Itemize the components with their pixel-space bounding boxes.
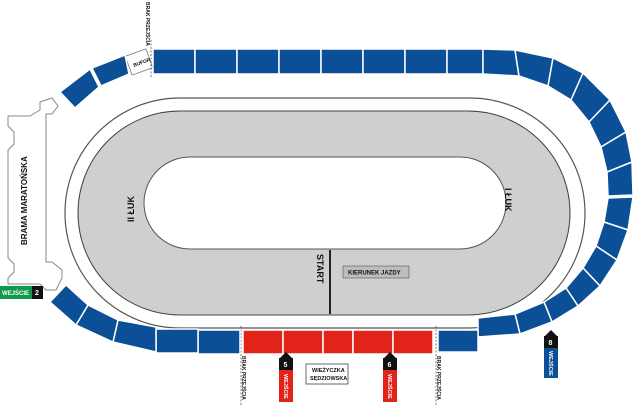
entrance-8-label: WEJŚCIE	[547, 351, 554, 376]
section-top-8[interactable]	[446, 48, 484, 75]
section-top-7[interactable]	[404, 48, 448, 75]
second-bend-label: II ŁUK	[126, 196, 136, 222]
judges-tower-box	[305, 363, 349, 385]
first-bend-label: I ŁUK	[503, 188, 513, 212]
section-tl-2[interactable]	[58, 67, 100, 110]
entrance-6-number-box	[383, 358, 397, 370]
entrance-6-badge	[383, 370, 397, 402]
entrance-5[interactable]: 5 WEJŚCIE	[279, 352, 293, 402]
section-top-9[interactable]	[482, 48, 520, 77]
buffer-area	[124, 48, 154, 76]
direction-box	[342, 265, 410, 279]
marathon-gate-label: BRAMA MARATOŃSKA	[20, 156, 29, 245]
section-bl-2[interactable]	[155, 328, 199, 354]
section-top-2[interactable]	[194, 48, 238, 75]
section-top-4[interactable]	[278, 48, 322, 75]
buffer-label: BUFOR	[133, 57, 152, 69]
section-bl-1[interactable]	[197, 329, 241, 355]
section-top-5[interactable]	[320, 48, 364, 75]
section-main-2[interactable]	[282, 329, 324, 355]
section-right-14[interactable]	[437, 329, 479, 353]
start-label: START	[315, 254, 325, 284]
entrance-5-arrow	[280, 352, 292, 358]
entrance-8-number-box	[544, 336, 558, 348]
entrance-2-label: WEJŚCIE	[2, 290, 29, 297]
section-top-1[interactable]	[152, 48, 196, 75]
section-top-3[interactable]	[236, 48, 280, 75]
section-main-3[interactable]	[322, 329, 354, 355]
entrance-2-badge	[0, 286, 32, 299]
stands-top-left	[58, 53, 130, 110]
section-top-6[interactable]	[362, 48, 406, 75]
direction-label: KIERUNEK JAZDY	[348, 271, 401, 277]
entrance-8[interactable]: 8 WEJŚCIE	[544, 330, 558, 378]
section-tl-1[interactable]	[90, 53, 130, 87]
entrance-8-number: 8	[549, 340, 553, 347]
entrance-5-number: 5	[284, 362, 288, 369]
judges-tower-line1: WIEŻYCZKA	[312, 367, 345, 374]
no-passage-label-right: BRAK PRZEJŚCIA	[435, 356, 442, 400]
judges-tower-line2: SĘDZIOWSKA	[310, 376, 347, 382]
stands-top	[152, 48, 520, 77]
entrance-6[interactable]: 6 WEJŚCIE	[383, 352, 397, 402]
entrance-6-number: 6	[388, 362, 392, 369]
section-right-13[interactable]	[477, 313, 521, 338]
section-main-5[interactable]	[392, 329, 434, 355]
entrance-5-label: WEJŚCIE	[282, 374, 289, 399]
entrance-2-number: 2	[35, 290, 39, 297]
stands-bottom-left	[48, 283, 241, 355]
marathon-gate-outline	[7, 97, 63, 291]
section-bl-3[interactable]	[112, 319, 157, 353]
section-right-1[interactable]	[514, 49, 554, 87]
section-main-1[interactable]	[242, 329, 284, 355]
entrance-5-number-box	[279, 358, 293, 370]
section-main-4[interactable]	[352, 329, 394, 355]
entrance-6-label: WEJŚCIE	[386, 374, 393, 399]
section-bl-5[interactable]	[48, 283, 89, 327]
entrance-8-badge	[544, 348, 558, 378]
entrance-2-number-box	[32, 286, 43, 299]
stands-right-curve	[437, 49, 633, 353]
stands-bottom-main	[242, 329, 434, 355]
entrance-8-arrow	[545, 330, 557, 336]
entrance-6-arrow	[384, 352, 396, 358]
infield	[143, 156, 507, 250]
no-passage-label-left: BRAK PRZEJŚCIA	[240, 356, 247, 400]
no-passage-label-top: BRAK PRZEJŚCIA	[144, 2, 151, 46]
entrance-2[interactable]: WEJŚCIE 2	[0, 286, 43, 299]
entrance-5-badge	[279, 370, 293, 402]
